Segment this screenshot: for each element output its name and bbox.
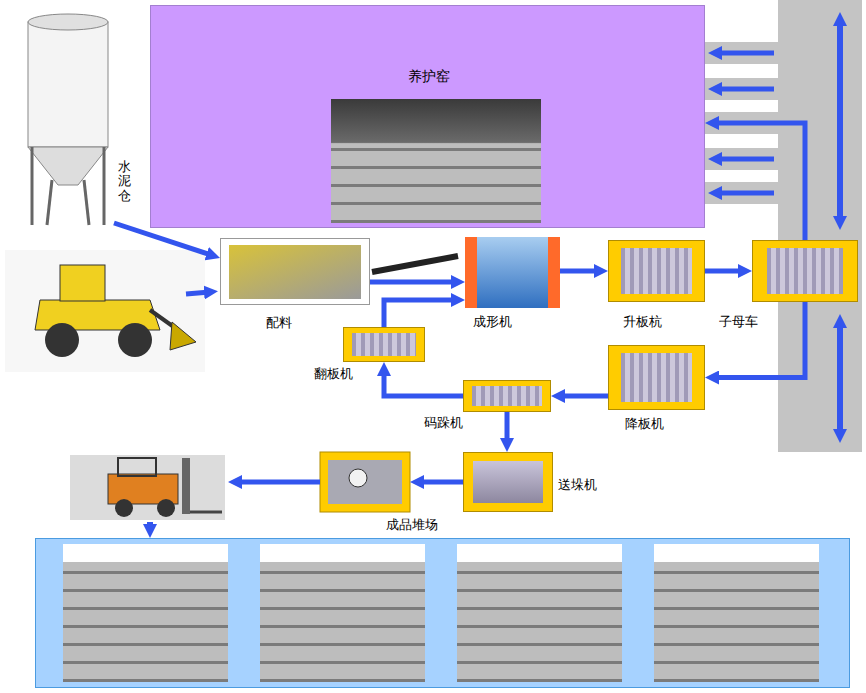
node-label: 降板机 — [625, 416, 664, 432]
flow-arrow — [705, 269, 744, 274]
marking-station — [320, 452, 410, 512]
node-label: 养护窑 — [408, 68, 450, 85]
track-branch — [705, 42, 778, 64]
flow-arrow — [716, 51, 774, 56]
stack-conveyor: 送垛机 — [463, 452, 553, 512]
ferry-car: 子母车 — [752, 240, 858, 302]
travel-arrow — [837, 322, 843, 435]
forklift-wheel — [157, 499, 175, 517]
flow-arrow — [560, 269, 600, 274]
equipment-photo — [654, 544, 819, 682]
node-label: 翻板机 — [314, 366, 353, 382]
track-branch — [705, 78, 778, 100]
silo-leg — [31, 147, 34, 225]
curing-kiln: 养护窑 — [150, 5, 705, 228]
flow-arrow — [716, 157, 774, 162]
lift-machine: 升板杭 — [608, 240, 705, 302]
forklift-cab — [118, 458, 156, 476]
flip-machine: 翻板机 — [343, 327, 425, 362]
flow-arrow — [147, 522, 153, 530]
flow-arrow — [418, 480, 463, 485]
forklift-fork — [190, 511, 222, 514]
silo-leg — [103, 147, 106, 225]
lowering-machine: 降板机 — [608, 345, 705, 410]
loader-wheel — [45, 323, 79, 357]
node-label: 码跺机 — [424, 415, 463, 431]
equipment-photo — [63, 544, 228, 682]
node-label: 送垛机 — [558, 477, 597, 493]
track-branch — [705, 148, 778, 170]
silo-leg — [84, 180, 89, 225]
forklift-wheel — [115, 499, 133, 517]
track-branch — [705, 182, 778, 204]
equipment-photo — [767, 248, 843, 294]
conveyor-belt — [372, 256, 458, 272]
silo-cone — [28, 147, 108, 185]
travel-arrow — [837, 20, 843, 222]
flow-arrow — [505, 412, 510, 444]
flow-arrow — [384, 370, 463, 396]
silo-leg — [47, 180, 52, 225]
flow-arrow — [716, 87, 774, 92]
equipment-photo — [472, 386, 542, 406]
node-label: 成形机 — [473, 314, 512, 330]
loader-cab — [60, 265, 105, 301]
product-yard: 成品堆场 — [35, 538, 850, 688]
loader-bucket — [170, 322, 196, 350]
forklift-backdrop — [70, 455, 225, 520]
station-photo — [328, 460, 402, 504]
flow-arrow — [713, 123, 805, 240]
equipment-photo — [457, 544, 622, 682]
node-label: 子母车 — [719, 314, 758, 330]
node-label: 成品堆场 — [386, 517, 438, 533]
flow-arrow — [370, 280, 457, 285]
silo-top — [28, 14, 108, 30]
flow-arrow — [236, 480, 320, 485]
node-label: 水泥仓 — [118, 160, 131, 203]
flow-arrow — [559, 394, 608, 399]
batching-box: 配料 — [220, 238, 370, 305]
equipment-photo — [621, 248, 692, 294]
node-label: 配料 — [266, 315, 292, 331]
stamp-icon — [349, 469, 367, 487]
cement-silo: 水泥仓 — [22, 5, 114, 227]
stacking-machine: 码跺机 — [463, 380, 551, 412]
loader-backdrop — [5, 250, 205, 372]
equipment-photo — [621, 353, 692, 402]
silo-body — [28, 22, 108, 147]
flow-arrow — [716, 191, 774, 196]
equipment-photo — [352, 333, 416, 356]
rail-track — [778, 0, 862, 452]
equipment-photo — [473, 461, 543, 503]
flow-arrow — [384, 300, 457, 327]
flow-arrow — [186, 292, 210, 294]
node-label: 升板杭 — [623, 314, 662, 330]
flow-arrow — [713, 302, 805, 378]
equipment-photo — [477, 237, 548, 308]
loader-wheel — [118, 323, 152, 357]
equipment-photo — [260, 544, 425, 682]
equipment-photo — [331, 99, 541, 223]
forming-machine: 成形机 — [465, 237, 560, 308]
forklift-mast — [182, 458, 190, 514]
equipment-photo — [229, 245, 361, 299]
